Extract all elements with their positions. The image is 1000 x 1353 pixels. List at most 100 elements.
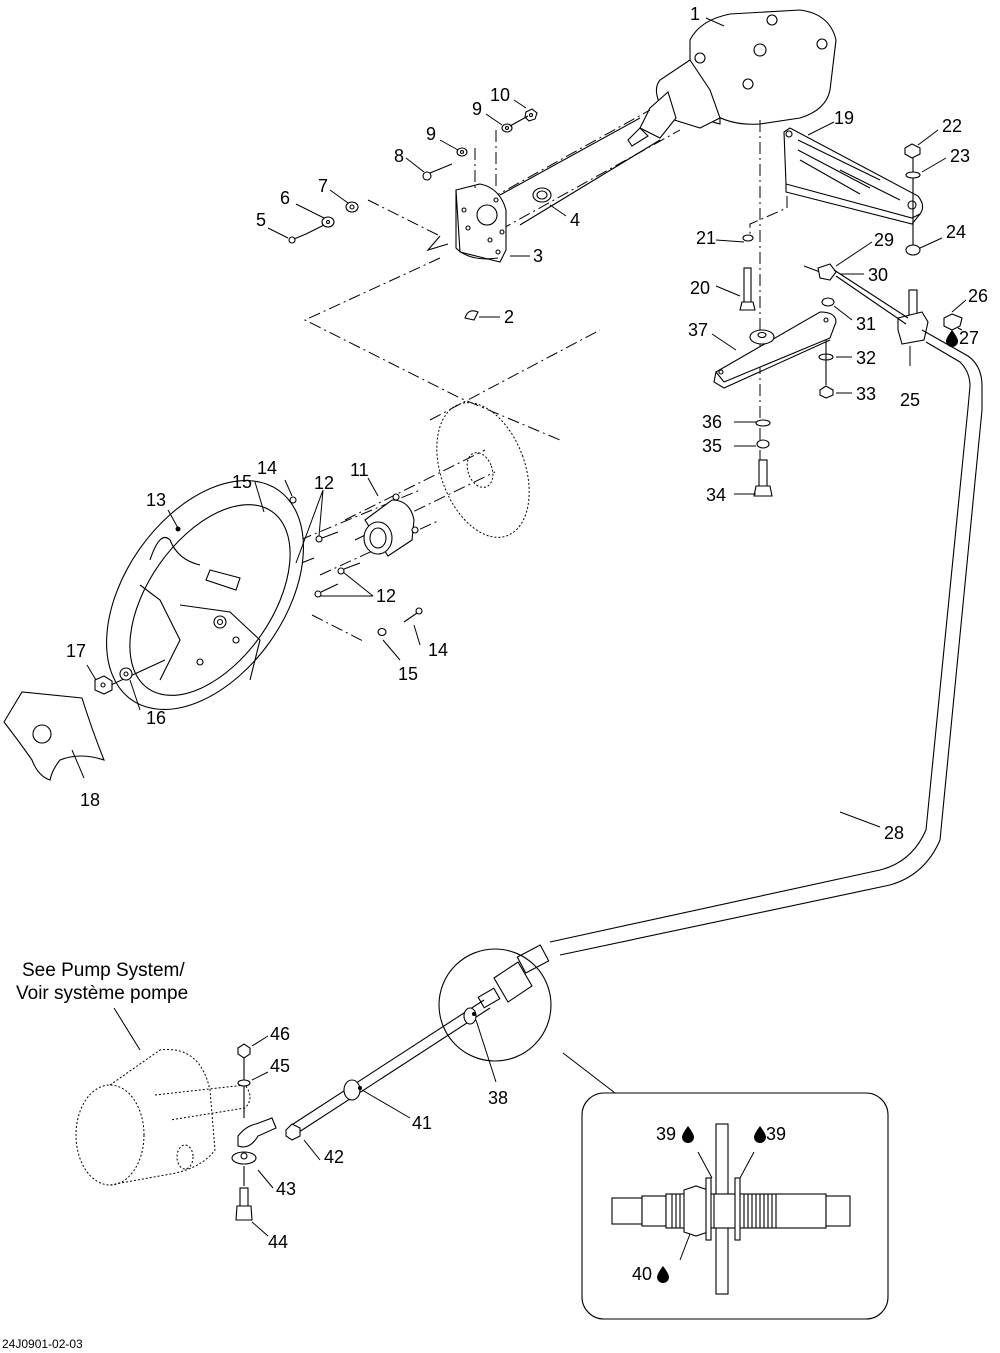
callout-12a: 12 bbox=[314, 473, 334, 493]
part-steering-cable bbox=[549, 329, 983, 956]
part-nut-17 bbox=[94, 675, 113, 695]
callout-27: 27 bbox=[959, 328, 979, 348]
part-bolt-20 bbox=[739, 267, 756, 311]
callout-20: 20 bbox=[690, 278, 710, 298]
thread-marks bbox=[671, 1194, 777, 1228]
callout-3: 3 bbox=[533, 246, 543, 266]
callout-41: 41 bbox=[412, 1113, 432, 1133]
part-jet-pump-nozzle-phantom bbox=[75, 1049, 251, 1186]
part-cable-fitting bbox=[477, 944, 550, 1009]
callout-38: 38 bbox=[488, 1088, 508, 1108]
part-stud-25 bbox=[897, 289, 929, 345]
callout-8: 8 bbox=[394, 146, 404, 166]
part-steering-arm-37 bbox=[713, 311, 837, 389]
part-sleeve-41 bbox=[343, 1079, 362, 1101]
part-steering-housing bbox=[627, 9, 837, 147]
part-nut-33 bbox=[819, 385, 834, 399]
callout-27-group: 27 bbox=[946, 328, 979, 348]
part-washer-15b bbox=[377, 627, 387, 637]
part-mount-plate bbox=[455, 183, 507, 263]
callout-45: 45 bbox=[270, 1056, 290, 1076]
callout-37: 37 bbox=[688, 320, 708, 340]
part-screw-14b bbox=[403, 607, 423, 623]
part-ball-joint-29-30 bbox=[803, 263, 909, 325]
part-nut-42 bbox=[285, 1123, 301, 1141]
callout-10: 10 bbox=[490, 85, 510, 105]
part-key-2 bbox=[464, 310, 479, 321]
part-fitting-38 bbox=[463, 1007, 477, 1025]
callout-1: 1 bbox=[690, 4, 700, 24]
drop-icon bbox=[754, 1126, 766, 1143]
part-washer-9a bbox=[456, 147, 468, 157]
drop-icon bbox=[657, 1266, 669, 1283]
callout-43: 43 bbox=[276, 1179, 296, 1199]
callout-17: 17 bbox=[66, 641, 86, 661]
callout-34: 34 bbox=[706, 485, 726, 505]
callout-29: 29 bbox=[874, 230, 894, 250]
callout-13: 13 bbox=[146, 490, 166, 510]
part-washer-16 bbox=[119, 667, 133, 681]
callout-42: 42 bbox=[324, 1147, 344, 1167]
part-screw-5 bbox=[288, 233, 307, 244]
part-nut-22 bbox=[904, 143, 921, 159]
callout-31: 31 bbox=[856, 314, 876, 334]
part-steering-wheel bbox=[106, 479, 304, 711]
callout-30: 30 bbox=[868, 265, 888, 285]
part-jam-nut-26 bbox=[943, 313, 963, 331]
callout-39a: 39 bbox=[656, 1124, 676, 1144]
part-washer-36 bbox=[755, 419, 771, 427]
callout-39b-group: 39 bbox=[754, 1124, 786, 1144]
callout-36: 36 bbox=[702, 412, 722, 432]
callout-46: 46 bbox=[270, 1024, 290, 1044]
callout-26: 26 bbox=[968, 286, 988, 306]
part-washer-7 bbox=[345, 201, 359, 213]
callout-40-group: 40 bbox=[632, 1264, 669, 1284]
callout-16: 16 bbox=[146, 708, 166, 728]
part-washer-6 bbox=[321, 216, 335, 228]
part-dash-panel-phantom bbox=[436, 402, 530, 538]
callout-44: 44 bbox=[268, 1232, 288, 1252]
detail-circle bbox=[438, 948, 552, 1062]
part-lockwasher-35 bbox=[756, 439, 770, 449]
callout-labels: 1 2 3 4 5 6 7 8 9 9 10 11 12 12 13 14 14… bbox=[66, 4, 988, 1284]
callout-11: 11 bbox=[350, 460, 369, 480]
callout-23: 23 bbox=[950, 146, 970, 166]
part-bolt-34 bbox=[753, 459, 773, 497]
callout-7: 7 bbox=[318, 176, 328, 196]
callout-39a-group: 39 bbox=[656, 1124, 694, 1144]
callout-25: 25 bbox=[900, 390, 920, 410]
callout-15a: 15 bbox=[232, 472, 252, 492]
part-washer-23 bbox=[905, 171, 921, 179]
drop-icon bbox=[682, 1126, 694, 1143]
callout-9a: 9 bbox=[426, 124, 436, 144]
callout-24: 24 bbox=[946, 222, 966, 242]
callout-15b: 15 bbox=[398, 664, 418, 684]
drop-icon bbox=[946, 330, 958, 347]
callout-35: 35 bbox=[702, 436, 722, 456]
part-washer-21 bbox=[742, 234, 754, 242]
callout-14b: 14 bbox=[428, 640, 448, 660]
reference-note-line2: Voir système pompe bbox=[16, 983, 188, 1004]
drawing-code: 24J0901-02-03 bbox=[2, 1337, 83, 1351]
callout-33: 33 bbox=[856, 384, 876, 404]
part-bracket-19 bbox=[783, 127, 924, 225]
callout-22: 22 bbox=[942, 116, 962, 136]
callout-19: 19 bbox=[834, 108, 854, 128]
part-spacer-31 bbox=[821, 297, 835, 307]
callout-5: 5 bbox=[256, 210, 266, 230]
part-column-hub bbox=[363, 493, 419, 557]
part-bushing-24 bbox=[905, 244, 921, 256]
callout-6: 6 bbox=[280, 188, 290, 208]
part-pump-hardware bbox=[231, 1043, 277, 1221]
callout-39b: 39 bbox=[766, 1124, 786, 1144]
part-center-cap bbox=[3, 691, 105, 781]
callout-9b: 9 bbox=[472, 99, 482, 119]
callout-28: 28 bbox=[884, 823, 904, 843]
callout-4: 4 bbox=[570, 210, 580, 230]
callout-12b: 12 bbox=[376, 586, 396, 606]
part-nut-10 bbox=[524, 108, 538, 122]
callout-18: 18 bbox=[80, 790, 100, 810]
reference-note-line1: See Pump System/ bbox=[22, 960, 185, 981]
part-screw-8 bbox=[422, 163, 453, 181]
